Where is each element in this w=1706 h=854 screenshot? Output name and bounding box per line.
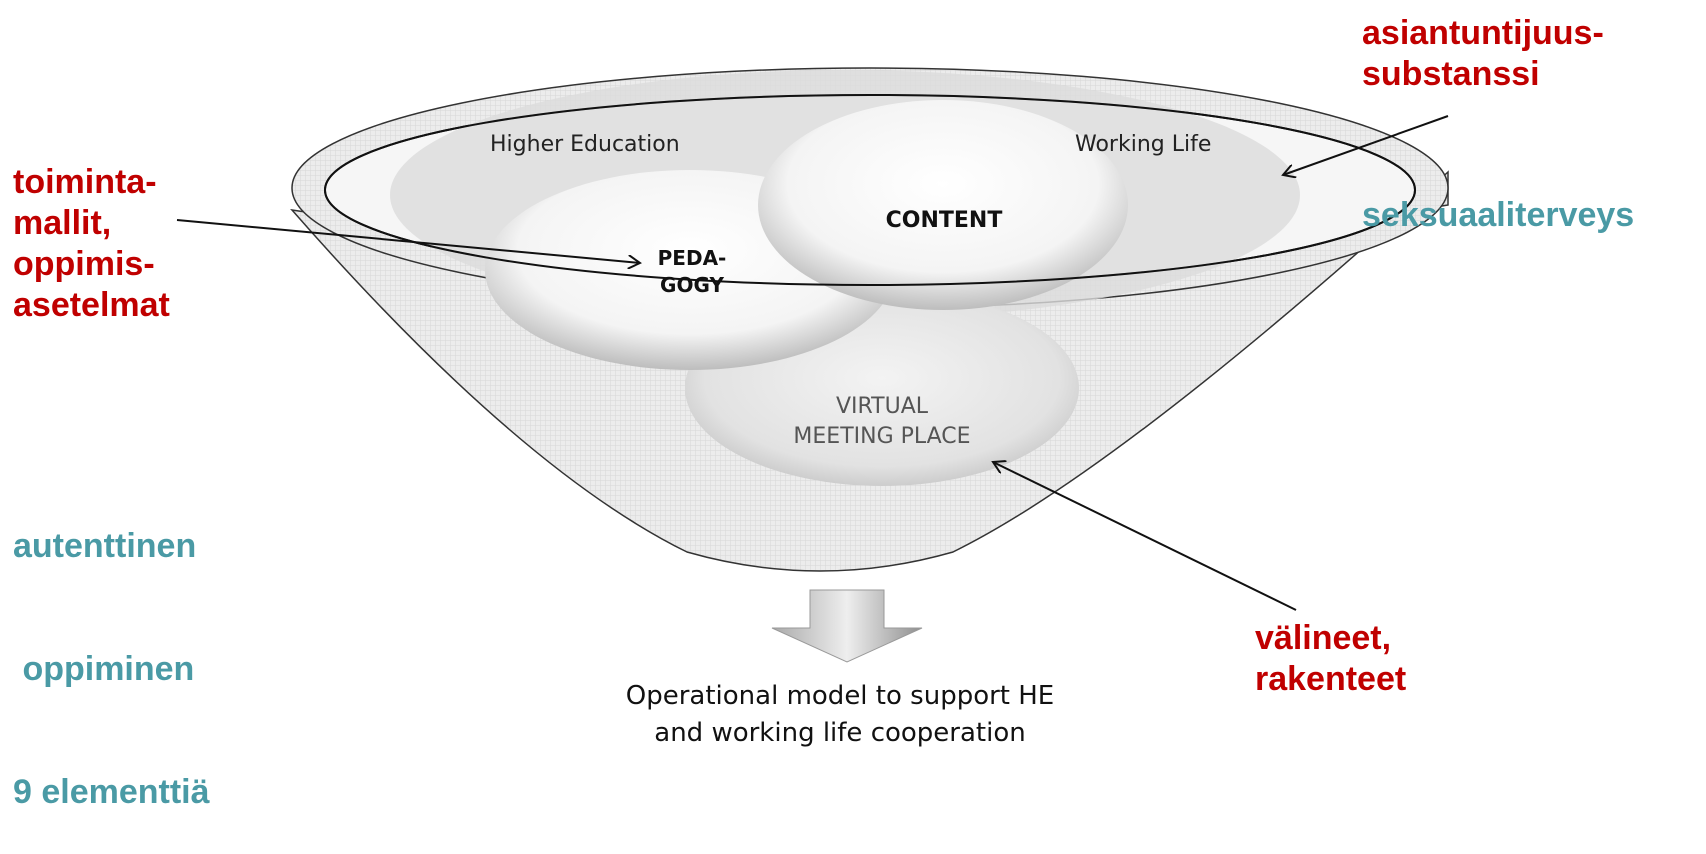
label-valineet-rakenteet: välineet, rakenteet [1255,619,1407,698]
content-label: CONTENT [886,208,1003,233]
virtual-label-line1: VIRTUAL [836,394,929,419]
label-autenttinen-oppiminen: autenttinen oppiminen 9 elementtiä [13,527,210,811]
label-toimintamallit: toiminta- mallit, oppimis- asetelmat [13,163,170,324]
down-arrow-icon [771,589,923,663]
diagram-caption: Operational model to support HE and work… [625,681,1055,748]
label-asiantuntijuus: asiantuntijuus- substanssi [1362,14,1604,93]
content-circle [758,100,1128,310]
funnel-diagram: Higher Education Working Life CONTENT PE… [176,67,1449,663]
arrow-to-pedagogy [176,219,640,263]
rim-label-higher-education: Higher Education [490,132,680,157]
pedagogy-label-line1: PEDA- [658,246,727,270]
virtual-label-line2: MEETING PLACE [793,424,970,449]
label-seksuaaliterveys: seksuaaliterveys [1362,196,1635,234]
pedagogy-label-line2: GOGY [660,273,724,297]
rim-label-working-life: Working Life [1075,132,1211,157]
arrow-to-working-life [1283,115,1449,175]
arrow-to-virtual-meeting [993,462,1297,611]
